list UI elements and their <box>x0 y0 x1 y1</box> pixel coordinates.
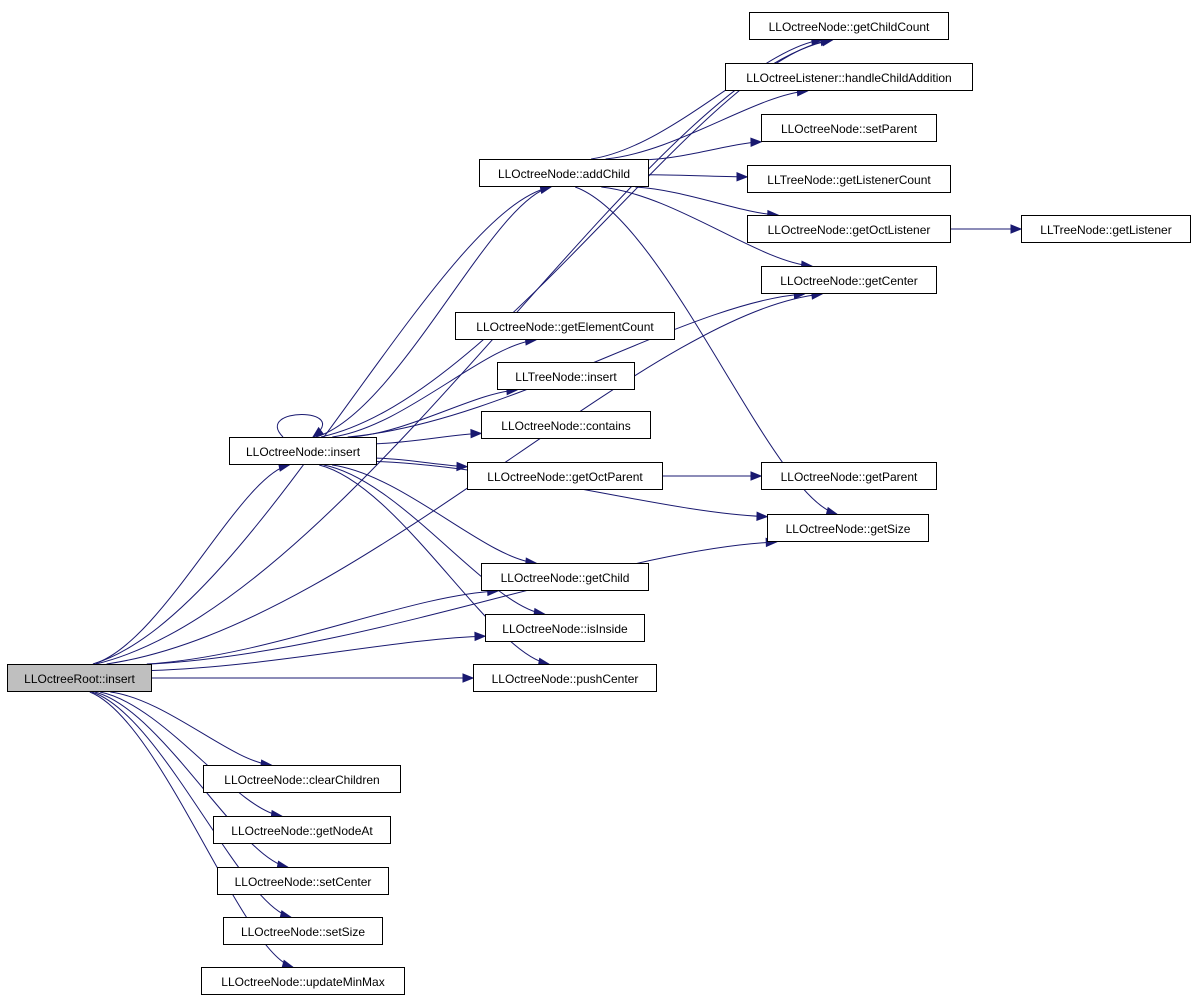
node-getChild[interactable]: LLOctreeNode::getChild <box>481 563 649 591</box>
node-getNodeAt[interactable]: LLOctreeNode::getNodeAt <box>213 816 391 844</box>
arrowhead-contains <box>470 428 483 439</box>
node-getParent[interactable]: LLOctreeNode::getParent <box>761 462 937 490</box>
arrowhead-getSize <box>756 511 769 522</box>
arrowhead-setParent <box>750 137 763 147</box>
call-edge-nodeInsert-to-nodeInsert <box>276 414 323 438</box>
call-edge-root_insert-to-getCenter <box>106 293 822 665</box>
node-isInside[interactable]: LLOctreeNode::isInside <box>485 614 645 642</box>
node-setSize[interactable]: LLOctreeNode::setSize <box>223 917 383 945</box>
call-edge-nodeInsert-to-getSize <box>376 461 768 518</box>
node-clearChildren[interactable]: LLOctreeNode::clearChildren <box>203 765 401 793</box>
arrowhead-pushCenter <box>462 673 475 683</box>
call-edge-nodeInsert-to-treeInsert <box>352 389 517 438</box>
call-edge-nodeInsert-to-contains <box>376 432 482 445</box>
call-edge-addChild-to-getCenter <box>601 186 812 267</box>
call-edge-addChild-to-setParent <box>648 141 762 161</box>
call-edge-addChild-to-handleChildAddition <box>605 90 808 160</box>
node-getListenerCount[interactable]: LLTreeNode::getListenerCount <box>747 165 951 193</box>
node-getSize[interactable]: LLOctreeNode::getSize <box>767 514 929 542</box>
call-edge-root_insert-to-setCenter <box>94 691 288 868</box>
arrowhead-getParent <box>750 471 763 481</box>
node-contains[interactable]: LLOctreeNode::contains <box>481 411 651 439</box>
arrowhead-getListenerCount <box>736 172 749 182</box>
node-addChild[interactable]: LLOctreeNode::addChild <box>479 159 649 187</box>
call-edge-nodeInsert-to-getElementCount <box>332 339 536 438</box>
arrowhead-nodeInsert <box>311 426 325 438</box>
call-edge-root_insert-to-addChild <box>92 186 551 665</box>
node-llOctreeRoot-insert: LLOctreeRoot::insert <box>7 664 152 692</box>
node-llOctreeNode-insert[interactable]: LLOctreeNode::insert <box>229 437 377 465</box>
call-edge-root_insert-to-setSize <box>91 691 291 918</box>
call-edge-root_insert-to-clearChildren <box>110 691 272 766</box>
call-edge-addChild-to-getOctListener <box>635 186 778 216</box>
call-edge-nodeInsert-to-pushCenter <box>319 464 549 665</box>
node-setCenter[interactable]: LLOctreeNode::setCenter <box>217 867 389 895</box>
call-edge-root_insert-to-getChild <box>146 590 498 665</box>
node-setParent[interactable]: LLOctreeNode::setParent <box>761 114 937 142</box>
call-edge-root_insert-to-getChildCount <box>95 39 833 665</box>
node-getOctListener[interactable]: LLOctreeNode::getOctListener <box>747 215 951 243</box>
node-getCenter[interactable]: LLOctreeNode::getCenter <box>761 266 937 294</box>
node-handleChildAddition[interactable]: LLOctreeListener::handleChildAddition <box>725 63 973 91</box>
node-pushCenter[interactable]: LLOctreeNode::pushCenter <box>473 664 657 692</box>
call-edge-nodeInsert-to-isInside <box>323 464 545 615</box>
node-llTreeNode-insert[interactable]: LLTreeNode::insert <box>497 362 635 390</box>
call-edge-root_insert-to-getNodeAt <box>99 691 282 817</box>
arrowhead-getListener <box>1010 224 1023 234</box>
call-edge-addChild-to-getListenerCount <box>648 174 748 178</box>
call-edge-root_insert-to-getSize <box>151 541 777 665</box>
call-edge-root_insert-to-isInside <box>151 635 486 671</box>
call-edge-nodeInsert-to-addChild <box>315 186 552 438</box>
arrowhead-isInside <box>474 631 487 642</box>
node-getListener[interactable]: LLTreeNode::getListener <box>1021 215 1191 243</box>
call-edge-root_insert-to-updateMinMax <box>89 691 293 968</box>
node-updateMinMax[interactable]: LLOctreeNode::updateMinMax <box>201 967 405 995</box>
node-getElementCount[interactable]: LLOctreeNode::getElementCount <box>455 312 675 340</box>
node-getOctParent[interactable]: LLOctreeNode::getOctParent <box>467 462 663 490</box>
call-edge-nodeInsert-to-getChild <box>332 464 536 564</box>
call-edge-addChild-to-getChildCount <box>591 39 822 160</box>
call-edge-root_insert-to-nodeInsert <box>93 464 290 665</box>
node-getChildCount[interactable]: LLOctreeNode::getChildCount <box>749 12 949 40</box>
